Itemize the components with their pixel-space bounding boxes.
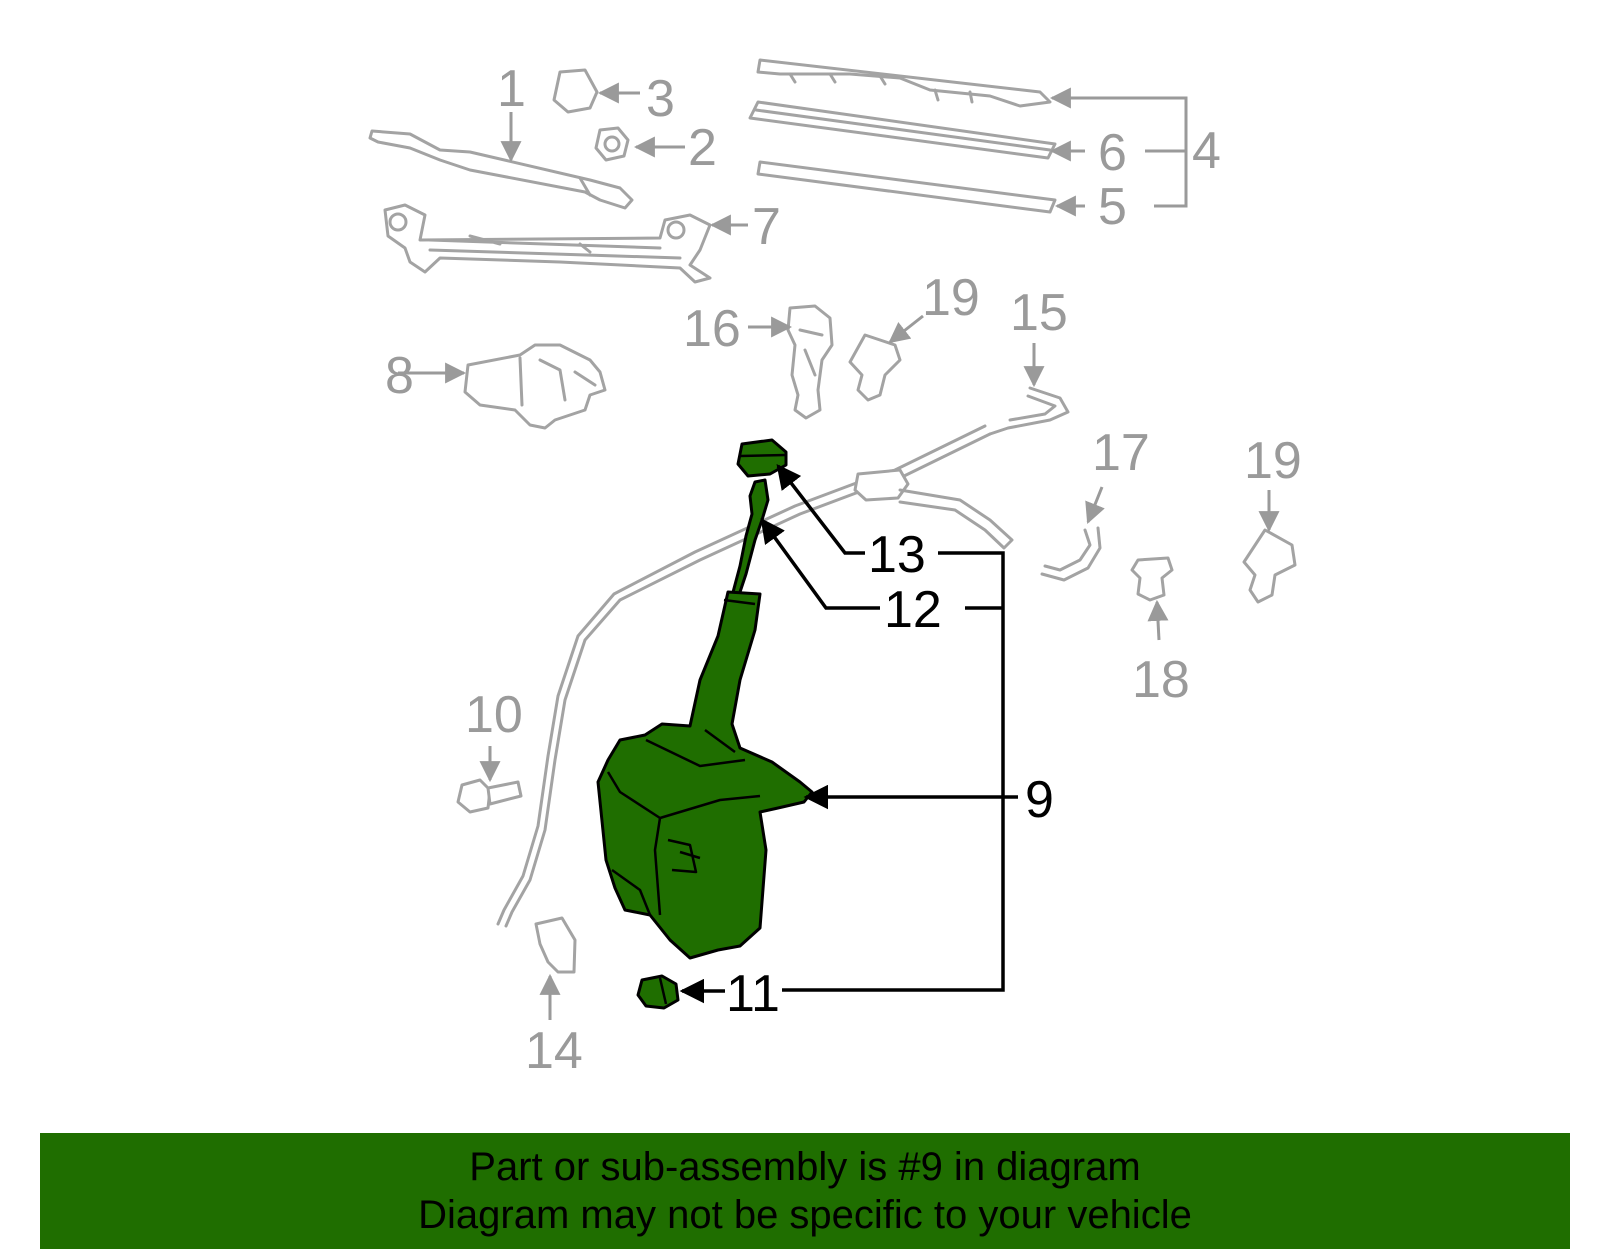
hose-part [1040, 526, 1102, 582]
leader-lines [398, 82, 1280, 1020]
callout-9: 9 [1025, 771, 1054, 829]
footer-banner: Part or sub-assembly is #9 in diagram Di… [40, 1133, 1570, 1249]
wiper-linkage-part [383, 203, 712, 284]
callout-1: 1 [497, 60, 526, 118]
callout-11: 11 [726, 965, 780, 1023]
callout-10: 10 [465, 686, 523, 744]
wiper-arm-part [368, 129, 634, 210]
blade-insert-part [756, 160, 1057, 214]
callout-8: 8 [385, 347, 414, 405]
callout-6: 6 [1098, 124, 1127, 182]
callout-labels: 1 2 3 4 5 6 7 8 9 10 11 12 13 14 15 16 1… [385, 60, 1302, 1080]
grommet-part [636, 974, 680, 1010]
callout-19-upper: 19 [922, 269, 980, 327]
clip-upper-part [848, 333, 902, 402]
nut-part [594, 126, 630, 162]
clip-right-part [1242, 528, 1297, 604]
callout-12: 12 [884, 581, 942, 639]
callout-13: 13 [868, 526, 926, 584]
callout-19-right: 19 [1244, 432, 1302, 490]
lower-bracket-part [534, 916, 577, 974]
callout-4: 4 [1192, 122, 1221, 180]
washer-reservoir-part [596, 590, 814, 960]
callout-2: 2 [688, 119, 717, 177]
callout-3: 3 [646, 70, 675, 128]
callout-18: 18 [1132, 651, 1190, 709]
clip-part [1130, 556, 1174, 602]
callout-5: 5 [1098, 178, 1127, 236]
wiper-blade-part [756, 58, 1052, 108]
wiper-motor-part [463, 343, 607, 430]
filler-tube-part [730, 478, 770, 600]
blade-refill-part [748, 100, 1057, 160]
filler-cap-part [736, 438, 788, 478]
callout-15: 15 [1010, 284, 1068, 342]
bolt-part [456, 778, 523, 814]
callout-16: 16 [683, 300, 741, 358]
footer-line-2: Diagram may not be specific to your vehi… [418, 1193, 1192, 1237]
callout-14: 14 [525, 1022, 583, 1080]
washer-hose-part [496, 386, 1070, 928]
arm-cap-part [552, 68, 599, 114]
footer-line-1: Part or sub-assembly is #9 in diagram [469, 1145, 1141, 1189]
callout-17: 17 [1092, 424, 1150, 482]
bracket-part [786, 304, 834, 420]
callout-7: 7 [752, 198, 781, 256]
